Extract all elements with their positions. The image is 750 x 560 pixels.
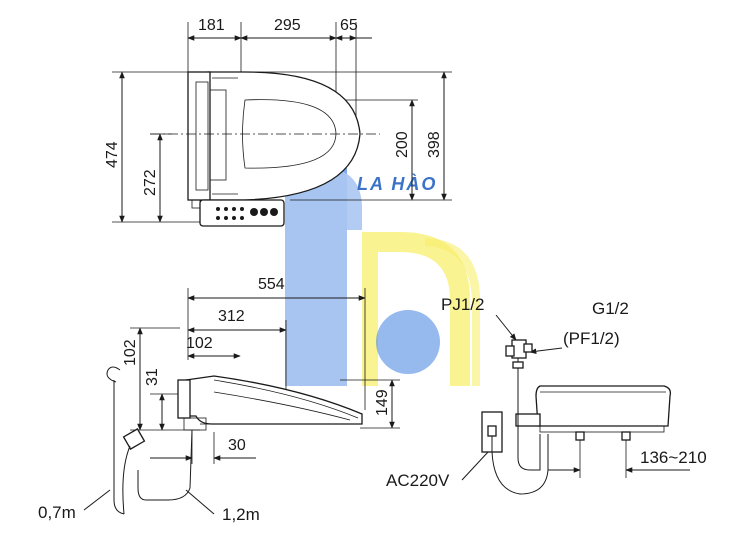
rear-view: PJ1/2 G1/2 (PF1/2) 136~210 [386, 295, 707, 495]
dim-295: 295 [274, 17, 301, 34]
label-pf: (PF1/2) [563, 329, 620, 348]
dim-65: 65 [340, 17, 358, 34]
logo-blue-dot [376, 310, 440, 374]
water-hose [137, 429, 193, 501]
cord-length-label: 0,7m [38, 503, 76, 522]
water-valve [505, 339, 533, 372]
label-g: G1/2 [592, 299, 629, 318]
range-label: 136~210 [640, 448, 707, 467]
hose-length-label: 1,2m [222, 505, 260, 524]
top-view: 181 295 65 474 272 200 398 [104, 17, 452, 227]
dim-554: 554 [258, 276, 285, 293]
power-cord [113, 380, 125, 515]
logo-blue-arch [330, 168, 362, 230]
label-pj: PJ1/2 [441, 295, 484, 314]
logo-blue-bar [285, 168, 347, 386]
dim-474: 474 [104, 141, 121, 168]
brand-name: LA HÀO [357, 173, 437, 194]
rear-unit [187, 71, 211, 201]
dim-31: 31 [144, 368, 161, 386]
dim-200: 200 [394, 131, 411, 158]
dim-30: 30 [228, 437, 246, 454]
control-panel [199, 199, 285, 227]
dim-102-height: 102 [122, 339, 139, 366]
dim-149: 149 [374, 389, 391, 416]
side-view: 554 312 102 102 31 149 30 [38, 276, 400, 524]
dim-102-width: 102 [186, 335, 213, 352]
dim-181: 181 [198, 17, 225, 34]
dim-398: 398 [426, 131, 443, 158]
dim-312: 312 [218, 308, 245, 325]
power-plug [122, 428, 146, 450]
logo-yellow-arches [362, 232, 470, 386]
dim-272: 272 [142, 169, 159, 196]
seat-rear-body [535, 385, 672, 427]
brand-logo: LA HÀO [285, 168, 480, 386]
voltage-label: AC220V [386, 471, 450, 490]
